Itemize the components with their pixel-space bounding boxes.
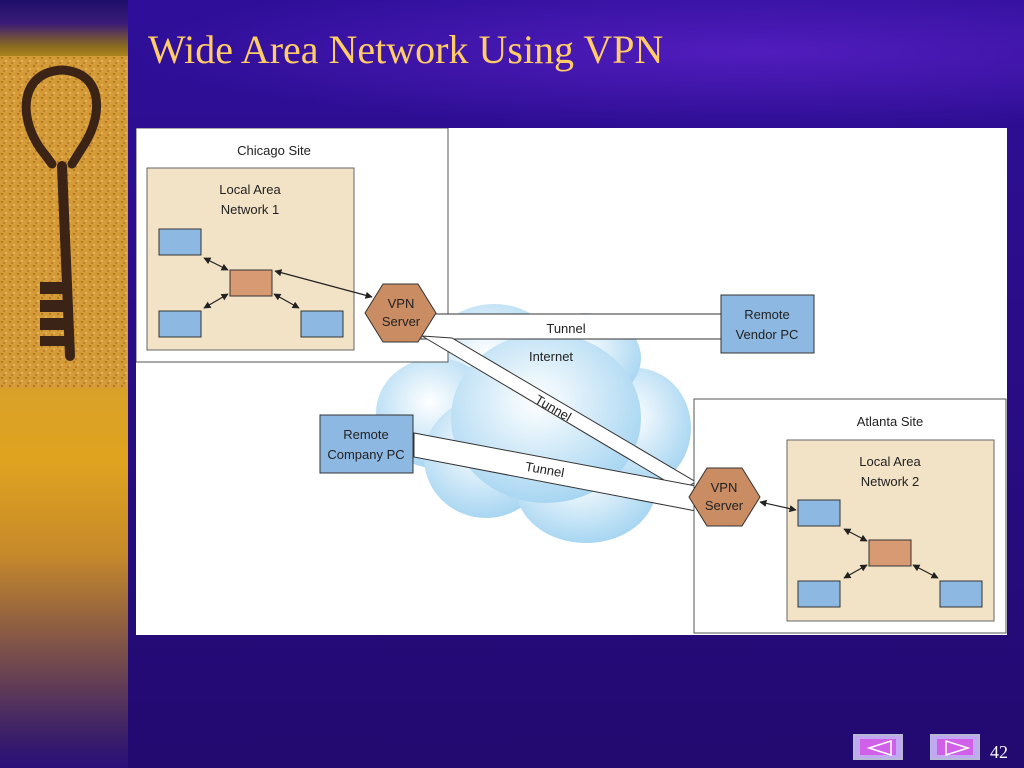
lan-2-label-line-1: Local Area — [859, 454, 921, 469]
lan-1-label-line-1: Local Area — [219, 182, 281, 197]
atlanta-vpn-server — [688, 467, 761, 527]
lan-2-label-line-2: Network 2 — [861, 474, 920, 489]
lan-1-links — [203, 257, 373, 309]
remote-vendor-label-line-1: Remote — [744, 307, 790, 322]
lan-2-hub — [868, 539, 912, 567]
sidebar-strip — [0, 0, 128, 768]
next-slide-button[interactable] — [930, 734, 980, 760]
background-glow — [128, 0, 1024, 130]
remote-company-label-line-1: Remote — [343, 427, 389, 442]
chicago-vpn-server — [364, 283, 437, 343]
lan-1-computer-left — [158, 310, 202, 338]
remote-vendor-pc — [720, 294, 815, 354]
chicago-vpn-label-line-2: Server — [382, 314, 421, 329]
tunnel-label-bottom: Tunnel — [524, 459, 565, 481]
internet-label: Internet — [529, 349, 573, 364]
vpn-network-diagram: Chicago Site Local Area Network 1 Tunnel… — [136, 128, 1007, 635]
remote-company-label-line-2: Company PC — [327, 447, 404, 462]
key-image — [0, 56, 128, 388]
lan-2-computer-top — [797, 499, 841, 527]
lan-2-computer-right — [939, 580, 983, 608]
chicago-site-label: Chicago Site — [237, 143, 311, 158]
chicago-vpn-label-line-1: VPN — [388, 296, 415, 311]
remote-vendor-label-line-2: Vendor PC — [736, 327, 799, 342]
lan-1-computer-top — [158, 228, 202, 256]
triangle-left-icon — [866, 739, 892, 757]
atlanta-vpn-label-line-2: Server — [705, 498, 744, 513]
lan-1-computer-right — [300, 310, 344, 338]
tunnel-label-top: Tunnel — [546, 321, 585, 336]
page-number: 42 — [990, 742, 1008, 762]
lan-2-links — [759, 499, 939, 579]
lan-2-computer-left — [797, 580, 841, 608]
slide-title: Wide Area Network Using VPN — [148, 27, 664, 72]
lan-1-hub — [229, 269, 273, 297]
triangle-right-icon — [945, 739, 971, 757]
previous-slide-button[interactable] — [853, 734, 903, 760]
atlanta-site-label: Atlanta Site — [857, 414, 924, 429]
atlanta-vpn-label-line-1: VPN — [711, 480, 738, 495]
lan-1-label-line-2: Network 1 — [221, 202, 280, 217]
tunnel-chicago-vendor: Tunnel — [420, 313, 722, 340]
remote-company-pc — [319, 414, 414, 474]
